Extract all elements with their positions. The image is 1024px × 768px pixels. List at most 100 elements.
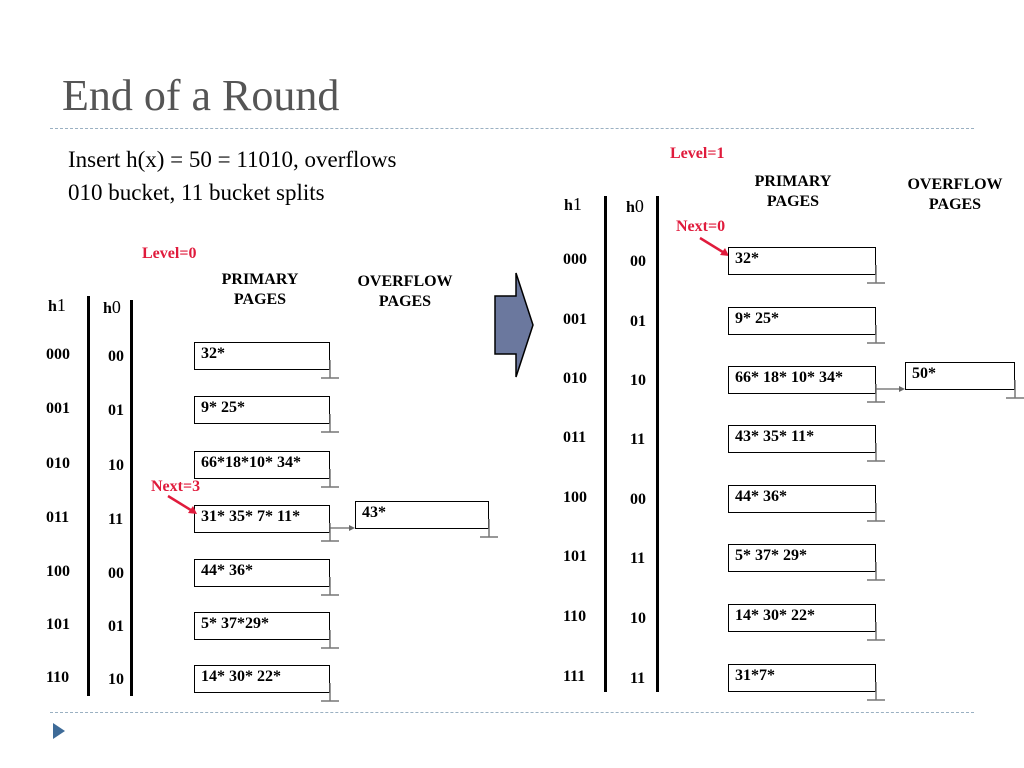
left-primary-header-line: PAGES	[233, 291, 287, 308]
bucket-h0-bits: 00	[108, 348, 124, 365]
bucket-h1-bits: 100	[46, 563, 70, 580]
right-h0-main: h	[626, 199, 635, 216]
title-divider	[50, 128, 974, 129]
overflow-page: 50*	[905, 362, 1015, 390]
bucket-h0-bits: 10	[630, 610, 646, 627]
bucket-h0-bits: 00	[630, 253, 646, 270]
null-pointer-icon	[321, 577, 339, 596]
bucket-h1-bits: 101	[563, 548, 587, 565]
null-pointer-icon	[321, 360, 339, 379]
right-next-label: Next=0	[676, 218, 726, 235]
left-primary-header: PRIMARY PAGES	[205, 270, 315, 310]
right-next-pointer-icon	[699, 236, 729, 256]
bucket-h1-bits: 001	[563, 311, 587, 328]
left-primary-header-line: PRIMARY	[221, 271, 299, 288]
slide-nav-arrow-icon[interactable]	[52, 722, 66, 740]
slide-title: End of a Round	[62, 71, 340, 120]
right-h0-sub: 0	[634, 196, 644, 216]
null-pointer-icon	[867, 682, 885, 701]
primary-page: 14* 30* 22*	[728, 604, 876, 632]
null-pointer-icon	[321, 469, 339, 488]
bucket-h0-bits: 10	[108, 671, 124, 688]
bucket-h0-bits: 11	[630, 431, 646, 448]
bucket-h0-bits: 10	[630, 372, 646, 389]
primary-page: 5* 37*29*	[194, 612, 330, 640]
bucket-h0-bits: 01	[108, 618, 124, 635]
bucket-h1-bits: 000	[46, 346, 70, 363]
null-pointer-icon	[480, 519, 498, 538]
primary-page: 32*	[728, 247, 876, 275]
bucket-h1-bits: 011	[563, 429, 587, 446]
null-pointer-icon	[1006, 380, 1024, 399]
left-overflow-header-line: OVERFLOW	[357, 273, 453, 290]
left-next-label: Next=3	[151, 478, 201, 495]
left-h1-main: h	[48, 298, 57, 315]
null-pointer-icon	[321, 523, 339, 542]
left-h0-label: h0	[103, 297, 121, 318]
bucket-h1-bits: 100	[563, 489, 587, 506]
bucket-h0-bits: 10	[108, 457, 124, 474]
left-h0-sub: 0	[111, 297, 121, 317]
bucket-h1-bits: 011	[46, 509, 70, 526]
primary-page: 31* 35* 7* 11*	[194, 505, 330, 533]
bucket-h0-bits: 11	[630, 550, 646, 567]
right-h1-sub: 1	[572, 194, 582, 214]
left-h1-divider	[87, 296, 90, 696]
overflow-page: 43*	[355, 501, 489, 529]
left-h1-sub: 1	[56, 295, 66, 315]
right-level-label: Level=1	[670, 145, 725, 162]
left-overflow-header-line: PAGES	[378, 293, 432, 310]
left-overflow-header: OVERFLOW PAGES	[350, 272, 460, 312]
primary-page: 14* 30* 22*	[194, 665, 330, 693]
bucket-h1-bits: 001	[46, 400, 70, 417]
primary-page: 5* 37* 29*	[728, 544, 876, 572]
intro-line-2: 010 bucket, 11 bucket splits	[68, 180, 325, 205]
primary-page: 31*7*	[728, 664, 876, 692]
primary-page: 66*18*10* 34*	[194, 451, 330, 479]
null-pointer-icon	[321, 683, 339, 702]
bucket-h1-bits: 110	[46, 669, 70, 686]
bucket-h1-bits: 101	[46, 616, 70, 633]
right-h0-divider	[656, 196, 659, 692]
primary-page: 43* 35* 11*	[728, 425, 876, 453]
transition-arrow-icon	[494, 272, 534, 378]
left-level-label: Level=0	[142, 245, 197, 262]
primary-page: 9* 25*	[194, 396, 330, 424]
bucket-h0-bits: 11	[108, 511, 124, 528]
null-pointer-icon	[867, 562, 885, 581]
left-next-pointer-icon	[167, 494, 197, 514]
right-h1-main: h	[564, 197, 573, 214]
null-pointer-icon	[867, 443, 885, 462]
left-h0-divider	[130, 300, 133, 696]
right-h1-divider	[604, 196, 607, 692]
bucket-h0-bits: 00	[630, 491, 646, 508]
null-pointer-icon	[321, 414, 339, 433]
right-overflow-header-line: OVERFLOW	[907, 176, 1003, 193]
left-h1-label: h1	[48, 295, 66, 316]
null-pointer-icon	[321, 630, 339, 649]
bucket-h0-bits: 01	[630, 313, 646, 330]
bucket-h0-bits: 01	[108, 402, 124, 419]
bucket-h1-bits: 010	[563, 370, 587, 387]
intro-line-1: Insert h(x) = 50 = 11010, overflows	[68, 147, 397, 172]
null-pointer-icon	[867, 325, 885, 344]
right-primary-header-line: PRIMARY	[754, 173, 832, 190]
primary-page: 44* 36*	[728, 485, 876, 513]
bucket-h0-bits: 11	[630, 670, 646, 687]
null-pointer-icon	[867, 265, 885, 284]
bucket-h0-bits: 00	[108, 565, 124, 582]
right-overflow-header: OVERFLOW PAGES	[900, 175, 1010, 215]
overflow-link-arrow-icon	[876, 386, 905, 392]
bucket-h1-bits: 110	[563, 608, 587, 625]
bucket-h1-bits: 111	[563, 668, 586, 685]
overflow-link-arrow-icon	[330, 525, 355, 531]
right-h1-label: h1	[564, 194, 582, 215]
right-primary-header-line: PAGES	[766, 193, 820, 210]
bucket-h1-bits: 000	[563, 251, 587, 268]
left-h0-main: h	[103, 300, 112, 317]
bucket-h1-bits: 010	[46, 455, 70, 472]
null-pointer-icon	[867, 622, 885, 641]
right-primary-header: PRIMARY PAGES	[738, 172, 848, 212]
primary-page: 66* 18* 10* 34*	[728, 366, 876, 394]
right-h0-label: h0	[626, 196, 644, 217]
